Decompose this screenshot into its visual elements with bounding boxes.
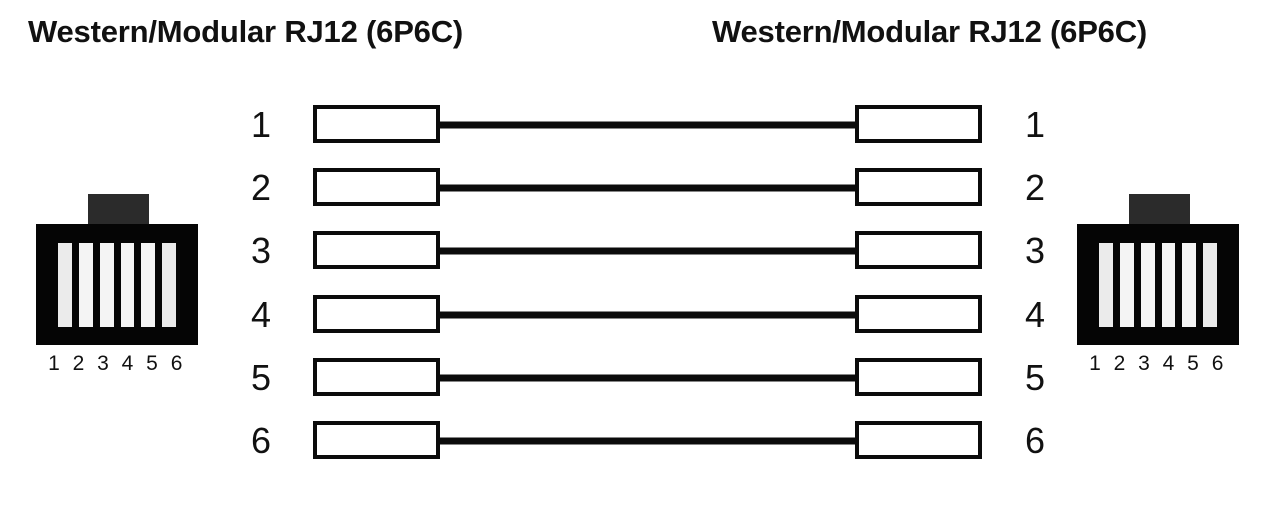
- pin-wire: [438, 374, 858, 382]
- pin-slot-2: [1119, 242, 1134, 327]
- pin-slot-5: [1182, 242, 1197, 327]
- left-connector-title: Western/Modular RJ12 (6P6C): [28, 14, 464, 49]
- pin-wire: [438, 184, 858, 192]
- connector-latch-tab-icon: [1129, 194, 1190, 225]
- right-connector-pin-labels: 1 2 3 4 5 6: [1089, 352, 1227, 375]
- left-pin-number: 4: [250, 293, 272, 335]
- pin-wire: [438, 437, 858, 445]
- pin-slot-1: [1099, 242, 1113, 327]
- left-pin-number: 3: [250, 230, 272, 272]
- right-pin-contact[interactable]: [855, 357, 982, 396]
- connector-pin-slots: [1077, 224, 1239, 345]
- pin-slot-3: [99, 242, 114, 327]
- left-rj12-connector-illustration: 1 2 3 4 5 6: [33, 192, 201, 397]
- left-pin-contact[interactable]: [313, 421, 440, 459]
- right-rj12-connector-illustration: 1 2 3 4 5 6: [1074, 192, 1242, 397]
- right-pin-number: 3: [1024, 230, 1046, 272]
- pin-slot-3: [1140, 242, 1155, 327]
- right-pin-contact[interactable]: [855, 294, 982, 333]
- pin-slot-4: [120, 242, 135, 327]
- pin-slot-1: [58, 242, 72, 327]
- right-pin-number: 5: [1024, 356, 1046, 398]
- left-pin-number: 2: [250, 167, 272, 209]
- pin-wire: [438, 247, 858, 255]
- right-pin-number: 1: [1024, 104, 1046, 145]
- right-pin-number: 6: [1024, 420, 1046, 461]
- pin-wire: [438, 121, 858, 129]
- connector-latch-tab-icon: [88, 194, 149, 225]
- pin-slot-5: [141, 242, 156, 327]
- left-pin-number: 5: [250, 356, 272, 398]
- connector-pin-slots: [36, 224, 198, 345]
- left-connector-pin-labels: 1 2 3 4 5 6: [48, 352, 186, 375]
- left-pin-contact[interactable]: [313, 294, 440, 333]
- right-connector-title: Western/Modular RJ12 (6P6C): [712, 14, 1148, 49]
- right-pin-contact[interactable]: [855, 421, 982, 459]
- left-pin-contact[interactable]: [313, 357, 440, 396]
- left-pin-number: 1: [250, 104, 272, 145]
- right-pin-contact[interactable]: [855, 168, 982, 207]
- left-pin-number: 6: [250, 420, 272, 461]
- pin-slot-2: [78, 242, 93, 327]
- pin-slot-6: [162, 242, 176, 327]
- right-pin-number: 4: [1024, 293, 1046, 335]
- left-pin-contact[interactable]: [313, 231, 440, 270]
- left-pin-contact[interactable]: [313, 105, 440, 143]
- pin-slot-6: [1203, 242, 1217, 327]
- pin-wire: [438, 311, 858, 319]
- right-pin-contact[interactable]: [855, 231, 982, 270]
- right-pin-contact[interactable]: [855, 105, 982, 143]
- left-pin-contact[interactable]: [313, 168, 440, 207]
- pin-slot-4: [1161, 242, 1176, 327]
- right-pin-number: 2: [1024, 167, 1046, 209]
